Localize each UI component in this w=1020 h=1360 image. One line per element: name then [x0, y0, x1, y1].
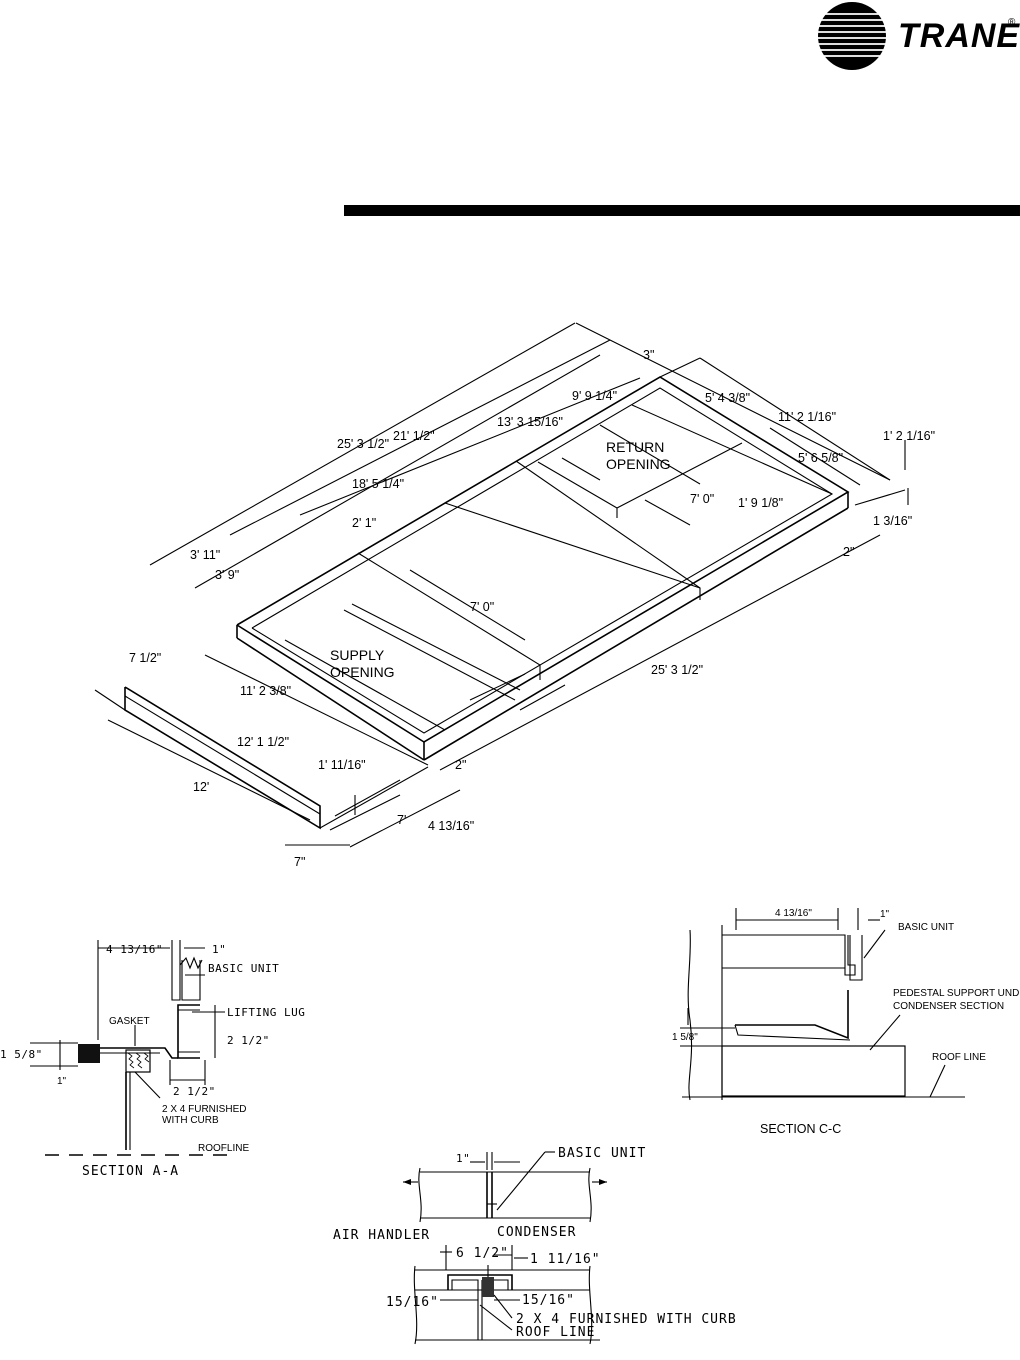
- gasket-block: [78, 1044, 100, 1063]
- dim-label: 13' 3 15/16": [497, 415, 563, 429]
- dim-label: 7' 0": [470, 600, 494, 614]
- dim-label: 2": [843, 545, 854, 559]
- return-opening-label-line2: OPENING: [606, 456, 671, 472]
- section-c-basic-unit: BASIC UNIT: [898, 922, 954, 933]
- section-a-dim-4-13-16: 4 13/16": [106, 943, 163, 956]
- logo-wordmark: TRANE: [898, 17, 1020, 55]
- section-c-dim-1-5-8: 1 5/8": [672, 1032, 698, 1043]
- dim-label: 7': [397, 813, 406, 827]
- dim-label: 25' 3 1/2": [337, 437, 389, 451]
- dim-label: 9' 9 1/4": [572, 389, 617, 403]
- mid-air-handler: AIR HANDLER: [333, 1228, 430, 1243]
- section-a-furnished-line1: 2 X 4 FURNISHED: [162, 1104, 246, 1115]
- supply-opening-label-line1: SUPPLY: [330, 647, 385, 663]
- dim-label: 25' 3 1/2": [651, 663, 703, 677]
- section-a-dim-1-lower: 1": [57, 1076, 67, 1087]
- section-a-furnished-line2: WITH CURB: [162, 1115, 219, 1126]
- dim-label: 1' 9 1/8": [738, 496, 783, 510]
- section-mid: 1" BASIC UNIT AIR HANDLER CONDENSER 6 1/…: [333, 1146, 737, 1345]
- dim-label: 18' 5 1/4": [352, 477, 404, 491]
- mid-dim-1-11-16: 1 11/16": [530, 1252, 601, 1267]
- trane-logo: TRANE ®: [818, 2, 1020, 70]
- section-a-a: 4 13/16" 1" BASIC UNIT LIFTING LUG GASKE…: [0, 940, 305, 1179]
- return-opening-label-line1: RETURN: [606, 439, 664, 455]
- mid-dim-1: 1": [456, 1152, 470, 1165]
- section-a-basic-unit: BASIC UNIT: [208, 962, 279, 975]
- header-rule: [344, 205, 1020, 216]
- dim-label: 2' 1": [352, 516, 376, 530]
- section-a-lifting-lug: LIFTING LUG: [227, 1006, 305, 1019]
- curb-isometric: [236, 376, 850, 761]
- section-a-dim-2-1-2-h: 2 1/2": [173, 1085, 216, 1098]
- dim-label: 3' 9": [215, 568, 239, 582]
- dimension-labels: 3" 9' 9 1/4" 5' 4 3/8" 13' 3 15/16" 11' …: [129, 348, 935, 869]
- dim-label: 11' 2 1/16": [778, 410, 836, 424]
- mid-furnished: 2 X 4 FURNISHED WITH CURB: [516, 1312, 737, 1327]
- dim-label: 4 13/16": [428, 819, 474, 833]
- section-c-roof-line: ROOF LINE: [932, 1052, 986, 1063]
- mid-basic-unit: BASIC UNIT: [558, 1146, 646, 1161]
- mid-roof-line: ROOF LINE: [516, 1325, 595, 1340]
- section-a-gasket: GASKET: [109, 1016, 150, 1027]
- dim-label: 11' 2 3/8": [240, 684, 291, 698]
- section-c-pedestal-line1: PEDESTAL SUPPORT UNDER: [893, 988, 1020, 999]
- logo-globe-icon: [818, 2, 886, 70]
- dim-label: 21' 1/2": [393, 429, 435, 443]
- dim-label: 2": [455, 758, 466, 772]
- dim-label: 3": [643, 348, 654, 362]
- section-a-dim-1-5-8: 1 5/8": [0, 1048, 43, 1061]
- mid-two-by-four: [482, 1277, 494, 1297]
- dim-label: 7": [294, 855, 305, 869]
- dim-label: 5' 6 5/8": [798, 451, 843, 465]
- logo-registered-mark: ®: [1008, 17, 1016, 28]
- section-c-dim-4-13-16: 4 13/16": [775, 908, 812, 919]
- section-c-c: 4 13/16" 1" BASIC UNIT PEDESTAL SUPPORT …: [672, 908, 1020, 1136]
- dim-label: 7 1/2": [129, 651, 161, 665]
- section-a-dim-1: 1": [212, 943, 226, 956]
- dim-label: 1' 2 1/16": [883, 429, 935, 443]
- section-c-pedestal-line2: CONDENSER SECTION: [893, 1001, 1004, 1012]
- dim-label: 1 3/16": [873, 514, 912, 528]
- mid-dim-15-16-left: 15/16": [386, 1295, 439, 1310]
- dim-label: 5' 4 3/8": [705, 391, 750, 405]
- section-a-roofline: ROOFLINE: [198, 1143, 249, 1154]
- section-c-dim-1: 1": [880, 909, 890, 920]
- supply-opening-label-line2: OPENING: [330, 664, 395, 680]
- dim-label: 1' 11/16": [318, 758, 366, 772]
- dim-label: 12': [193, 780, 209, 794]
- dim-label: 3' 11": [190, 548, 220, 562]
- two-by-four-block: [125, 1049, 151, 1073]
- section-a-title: SECTION A-A: [82, 1164, 179, 1179]
- dim-label: 12' 1 1/2": [237, 735, 289, 749]
- mid-dim-15-16-right: 15/16": [522, 1293, 575, 1308]
- mid-condenser: CONDENSER: [497, 1225, 576, 1240]
- dim-label: 7' 0": [690, 492, 714, 506]
- section-a-dim-2-1-2-v: 2 1/2": [227, 1034, 270, 1047]
- section-c-title: SECTION C-C: [760, 1122, 841, 1136]
- pedestal-support: [721, 1045, 906, 1097]
- dimension-lines: [94, 322, 909, 848]
- mid-dim-6-1-2: 6 1/2": [456, 1246, 509, 1261]
- curb-rails: [124, 686, 429, 830]
